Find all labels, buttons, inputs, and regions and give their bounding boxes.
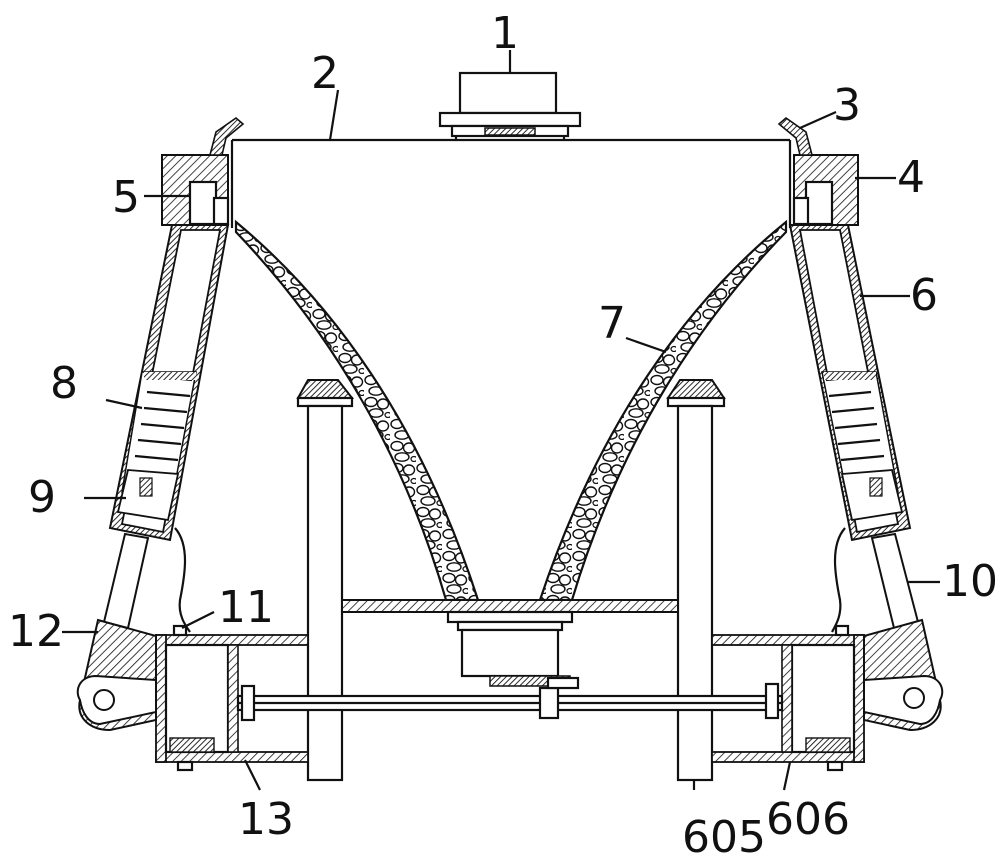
part-labels: 1 2 3 4 5 6 7 8 9 10 11 12 13 605 606 <box>8 8 998 863</box>
left-upper-bracket <box>161 116 245 226</box>
right-hinge-block <box>863 618 944 732</box>
label-11: 8 <box>50 358 78 409</box>
left-spring <box>121 371 197 501</box>
transmission-rod <box>236 676 784 722</box>
label-6: 11 <box>218 582 274 633</box>
left-support-column <box>296 379 355 782</box>
right-spring <box>821 371 899 501</box>
right-upper-bracket <box>777 116 859 226</box>
label-3: 7 <box>598 298 626 349</box>
leader-lines <box>62 50 940 791</box>
base-frame <box>155 624 865 772</box>
right-elastic-arm <box>538 219 788 602</box>
right-shock-absorber <box>788 224 920 633</box>
top-motor <box>438 71 582 141</box>
left-shock-absorber <box>102 224 230 633</box>
label-10: 6 <box>910 270 938 321</box>
label-605: 13 <box>238 794 294 845</box>
label-2: 2 <box>311 48 339 99</box>
label-13: 12 <box>8 606 64 657</box>
label-606: 606 <box>766 794 850 845</box>
label-12: 9 <box>28 472 56 523</box>
label-7: 3 <box>833 80 861 131</box>
label-1: 605 <box>682 812 766 863</box>
main-body-outline <box>230 138 792 228</box>
left-hinge-block <box>76 618 157 732</box>
left-elastic-arm <box>234 219 480 602</box>
right-support-column <box>666 379 726 782</box>
label-4: 1 <box>491 8 519 59</box>
label-8: 4 <box>897 152 925 203</box>
cross-plate <box>341 599 679 687</box>
label-9: 5 <box>112 172 140 223</box>
label-5: 10 <box>942 556 998 607</box>
